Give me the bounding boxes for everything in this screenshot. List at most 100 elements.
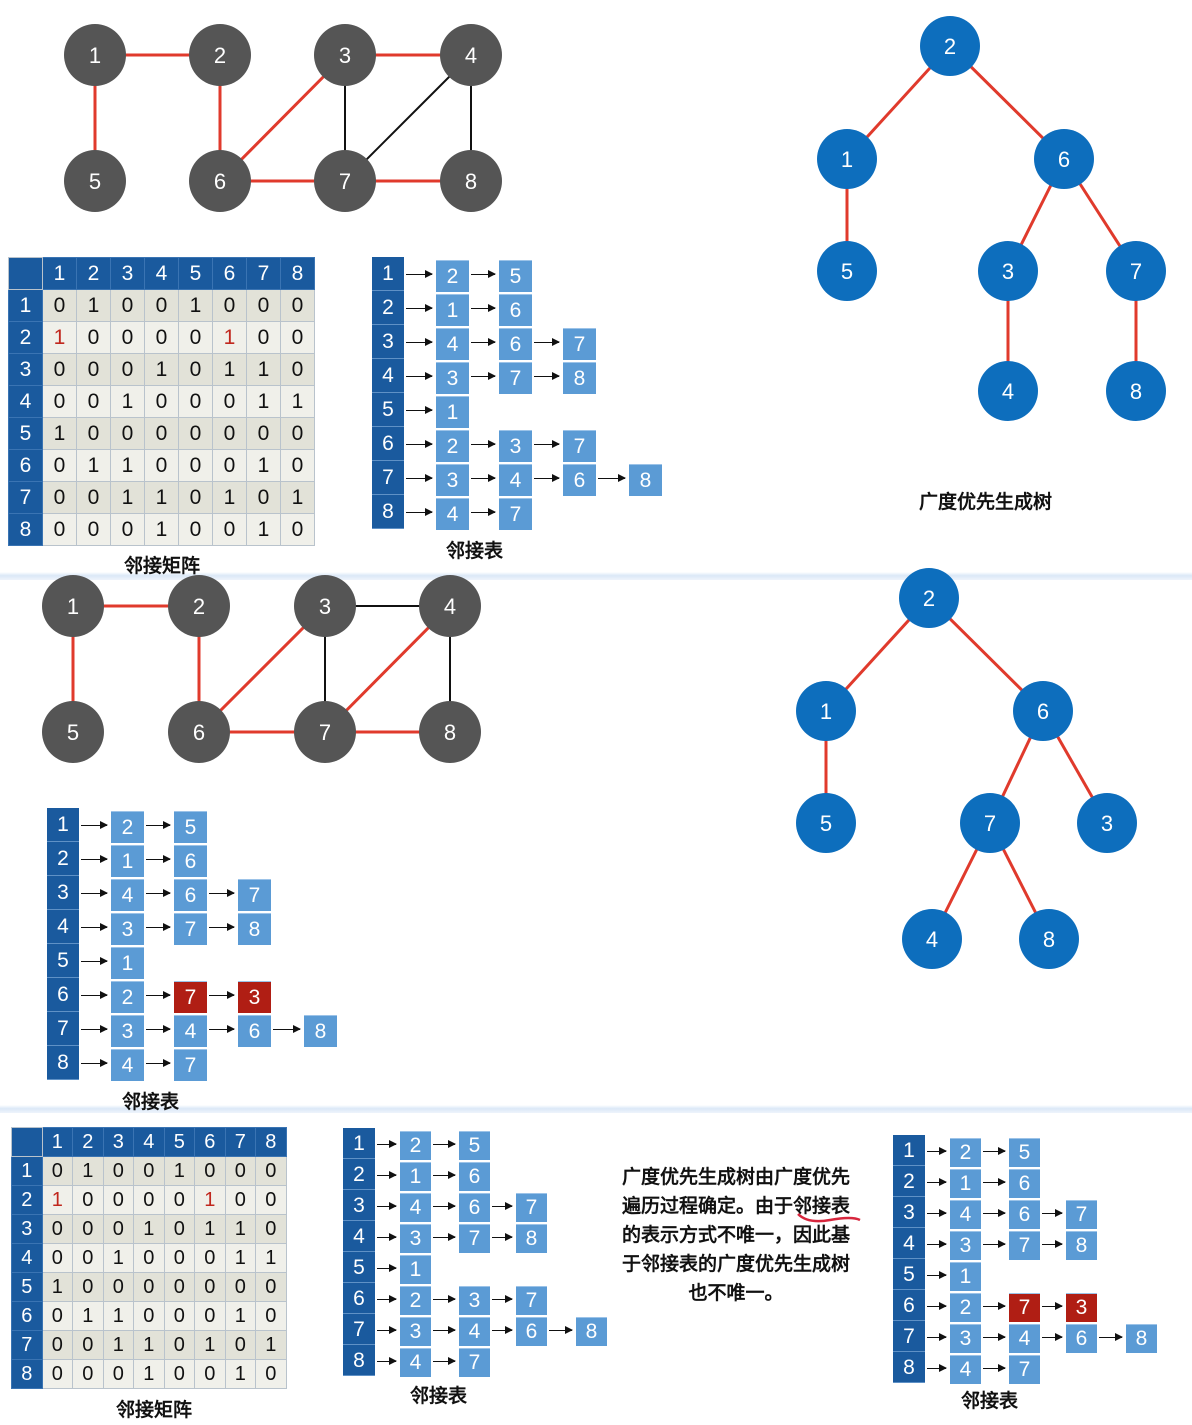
graph-node-label: 6 xyxy=(193,720,205,745)
matrix-row-header: 4 xyxy=(8,385,43,418)
tree-node xyxy=(899,568,959,628)
list-arrow xyxy=(927,1208,947,1217)
list-vertex: 1 xyxy=(372,257,404,291)
list-arrow xyxy=(209,923,235,931)
list-arrow xyxy=(433,1294,456,1303)
matrix-cell: 0 xyxy=(133,1301,165,1331)
list-node: 3 xyxy=(499,430,532,462)
graph-node xyxy=(294,575,356,637)
matrix-cell: 0 xyxy=(72,1359,104,1389)
matrix-row-header: 1 xyxy=(8,289,43,322)
note-line: 的表示方式不唯一，因此基 xyxy=(621,1225,850,1246)
list-arrow xyxy=(1042,1332,1063,1341)
matrix-cell: 0 xyxy=(72,1214,104,1244)
list-arrow xyxy=(433,1201,456,1210)
list-arrow xyxy=(377,1356,397,1365)
tree-node xyxy=(1106,241,1166,301)
list-node: 7 xyxy=(1066,1200,1097,1229)
graph-node xyxy=(314,150,376,212)
list-arrow xyxy=(377,1232,397,1241)
list-vertex: 3 xyxy=(47,876,79,910)
matrix-cell: 1 xyxy=(102,1301,134,1331)
list-arrow xyxy=(471,338,496,346)
matrix-row-header: 5 xyxy=(11,1272,43,1302)
list-caption: 邻接表 xyxy=(410,1386,468,1407)
list-arrow xyxy=(983,1146,1006,1155)
list-node: 6 xyxy=(174,879,207,911)
list-node: 5 xyxy=(174,811,207,843)
matrix-cell: 1 xyxy=(133,1330,165,1360)
list-node: 6 xyxy=(499,328,532,360)
list-node: 2 xyxy=(400,1286,431,1315)
graph-node-label: 8 xyxy=(465,169,477,194)
list-node: 7 xyxy=(174,981,207,1013)
list-vertex: 7 xyxy=(47,1012,79,1046)
list-node: 2 xyxy=(950,1293,981,1322)
graph-node-label: 5 xyxy=(89,169,101,194)
tree-node xyxy=(796,793,856,853)
list-arrow xyxy=(377,1170,397,1179)
list-arrow xyxy=(406,304,433,312)
list-node: 3 xyxy=(238,981,271,1013)
list-arrow xyxy=(377,1263,397,1272)
note-line: 于邻接表的广度优先生成树 xyxy=(621,1254,850,1275)
matrix-cell: 0 xyxy=(255,1301,287,1331)
matrix-cell: 0 xyxy=(194,1156,226,1186)
list-arrow xyxy=(471,304,496,312)
matrix-cell: 1 xyxy=(212,353,247,386)
tree-node-label: 7 xyxy=(984,811,996,836)
matrix-cell: 0 xyxy=(163,1330,195,1360)
matrix-cell: 0 xyxy=(178,513,213,546)
list-arrow xyxy=(492,1232,513,1241)
tree-node xyxy=(1034,129,1094,189)
list-node: 3 xyxy=(950,1324,981,1353)
matrix-cell: 1 xyxy=(194,1330,226,1360)
list-arrow xyxy=(209,889,235,897)
note-line: 也不唯一。 xyxy=(688,1283,784,1304)
handwritten-underline xyxy=(797,1213,861,1223)
matrix-cell: 0 xyxy=(76,321,111,354)
matrix-row-header: 8 xyxy=(11,1359,43,1389)
matrix-cell: 0 xyxy=(280,289,315,322)
graph-node-label: 7 xyxy=(339,169,351,194)
matrix-cell: 0 xyxy=(42,481,77,514)
list-vertex: 1 xyxy=(47,808,79,842)
list-vertex: 3 xyxy=(372,325,404,359)
list-node: 6 xyxy=(1009,1169,1040,1198)
list-node: 3 xyxy=(436,362,469,394)
matrix-cell: 0 xyxy=(178,353,213,386)
graph-node xyxy=(42,701,104,763)
matrix-cell: 1 xyxy=(246,385,281,418)
list-arrow xyxy=(406,440,433,448)
list-arrow xyxy=(81,889,108,897)
list-arrow xyxy=(377,1325,397,1334)
matrix-cell: 1 xyxy=(102,1330,134,1360)
section-divider xyxy=(0,572,1192,580)
matrix-cell: 0 xyxy=(72,1272,104,1302)
list-node: 7 xyxy=(174,913,207,945)
matrix-corner xyxy=(11,1127,43,1157)
matrix-col-header: 6 xyxy=(212,257,247,290)
graph-node xyxy=(314,24,376,86)
list-arrow xyxy=(81,923,108,931)
matrix-cell: 0 xyxy=(212,385,247,418)
list-node: 5 xyxy=(499,260,532,292)
list-node: 6 xyxy=(459,1162,490,1191)
matrix-cell: 1 xyxy=(224,1359,256,1389)
list-node: 7 xyxy=(174,1049,207,1081)
graph-node-label: 2 xyxy=(193,594,205,619)
matrix-cell: 1 xyxy=(224,1243,256,1273)
matrix-row-header: 8 xyxy=(8,513,43,546)
graph-node-label: 2 xyxy=(214,43,226,68)
list-node: 1 xyxy=(111,947,144,979)
list-node: 8 xyxy=(629,464,662,496)
list-node: 7 xyxy=(516,1286,547,1315)
list-arrow xyxy=(927,1146,947,1155)
list-node: 4 xyxy=(950,1355,981,1384)
list-vertex: 8 xyxy=(893,1352,925,1383)
matrix-cell: 0 xyxy=(102,1272,134,1302)
graph-node xyxy=(168,701,230,763)
matrix-cell: 1 xyxy=(110,481,145,514)
